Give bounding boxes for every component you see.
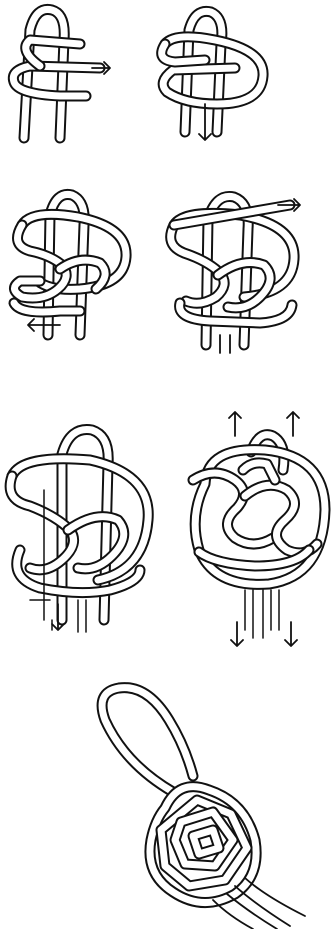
knot-body — [150, 787, 256, 903]
rope-ends — [220, 335, 230, 353]
step-6-illustration — [175, 400, 335, 650]
step-7-finished-knot — [85, 680, 320, 929]
rope-strand — [10, 430, 148, 621]
arrow-up-left — [229, 412, 241, 436]
step-4-illustration — [160, 185, 310, 355]
arrow-down-left — [231, 622, 243, 646]
step-1-illustration — [0, 0, 130, 150]
rope-strand — [162, 11, 263, 132]
rope-strand — [171, 196, 294, 345]
step-5-illustration — [0, 420, 160, 635]
arrow-down — [199, 104, 211, 140]
rope-strand — [14, 194, 126, 335]
rope-ends — [245, 590, 279, 638]
arrow-up-right — [287, 412, 299, 436]
rope-strand — [13, 9, 100, 138]
loop — [102, 688, 193, 792]
rope-strand — [193, 435, 325, 585]
step-3-illustration — [0, 185, 140, 345]
step-2-illustration — [145, 0, 275, 150]
arrow-down-right — [285, 622, 297, 646]
